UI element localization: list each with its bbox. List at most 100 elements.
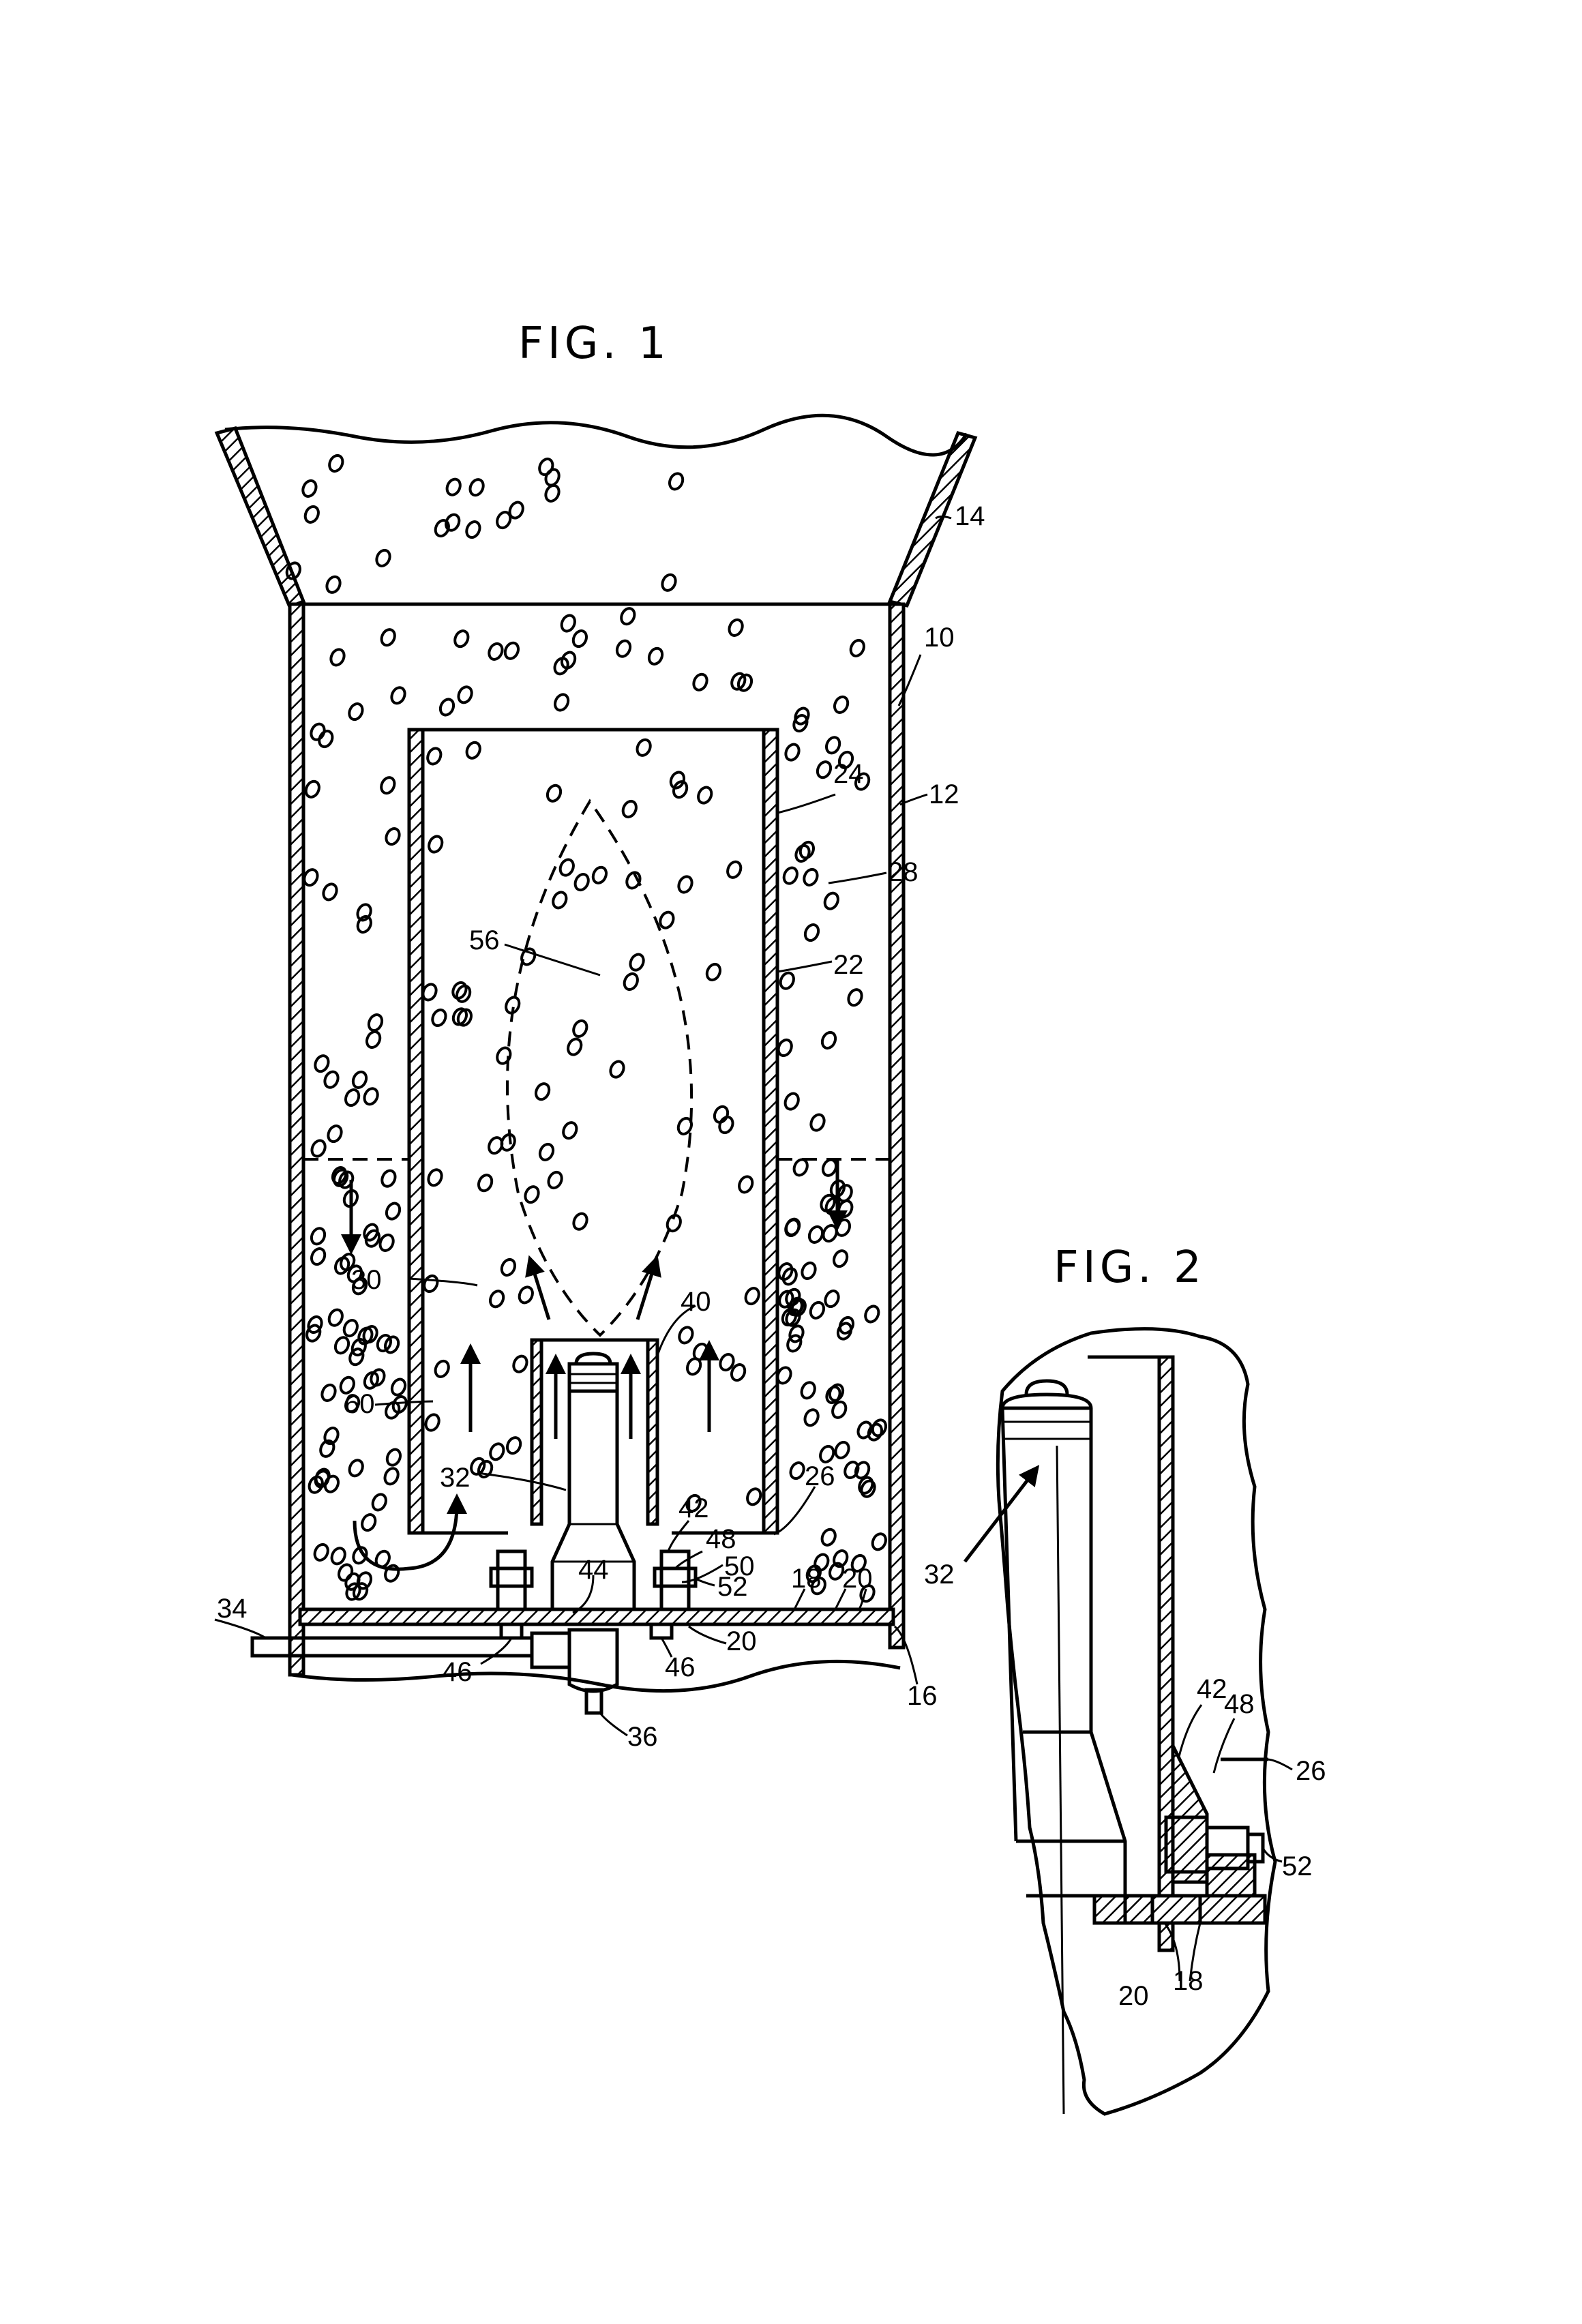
pellet: [860, 1479, 876, 1498]
pellet: [496, 511, 512, 530]
pellet: [356, 1571, 373, 1590]
burner-sleeve-right: [646, 1338, 659, 1526]
pellet: [803, 1408, 820, 1427]
pellet: [871, 1418, 888, 1437]
pellet: [821, 1158, 838, 1177]
pellet: [323, 1070, 340, 1089]
ref-20a: 20: [842, 1564, 873, 1594]
pellet: [784, 743, 801, 762]
ref-28: 28: [888, 857, 919, 887]
pellet: [445, 477, 462, 496]
pellet: [730, 672, 747, 691]
pellet: [705, 962, 722, 982]
pellet: [350, 1338, 367, 1357]
pellet: [500, 1133, 516, 1152]
ref-12: 12: [929, 779, 959, 809]
detail-break-outline: [996, 1327, 1277, 2116]
pellet: [338, 1170, 355, 1189]
pellet: [421, 983, 438, 1002]
pellet: [508, 501, 524, 520]
ref-30: 30: [351, 1265, 382, 1295]
pellet: [787, 1298, 803, 1317]
pellet: [363, 1087, 379, 1106]
fig2-arrow-32: [964, 1465, 1040, 1563]
burner-assembly: [250, 1352, 698, 1715]
pellet: [837, 750, 854, 769]
pellet: [814, 1553, 830, 1572]
pellet: [505, 1436, 522, 1455]
pellet: [744, 1287, 760, 1306]
pellet: [560, 651, 577, 670]
pellet: [500, 1257, 517, 1277]
pellet: [820, 1030, 837, 1050]
pellet: [678, 1326, 694, 1345]
pellet: [828, 1562, 845, 1581]
pellet: [342, 1319, 359, 1338]
pellet: [816, 760, 833, 779]
pellet: [313, 1543, 329, 1562]
ref-42: 42: [678, 1493, 709, 1523]
pellet: [871, 1532, 887, 1551]
pellet: [503, 641, 520, 660]
pellet: [859, 1584, 876, 1603]
pellet: [314, 1054, 330, 1073]
fig2-burner-left: [1000, 1407, 1018, 1842]
pellet: [385, 827, 401, 846]
pellet: [320, 1383, 337, 1402]
pellet: [310, 1227, 327, 1246]
pellet: [342, 1189, 359, 1208]
pellet: [831, 1400, 848, 1419]
pellet: [809, 1113, 826, 1132]
pellet: [792, 714, 809, 733]
pellet: [329, 648, 346, 667]
pellet: [468, 478, 485, 497]
housing-break-line: [291, 1659, 901, 1693]
pellet: [534, 1082, 551, 1101]
pellet: [423, 1274, 439, 1294]
ref-10: 10: [924, 623, 955, 653]
pellet: [322, 882, 338, 902]
pellet: [661, 573, 677, 592]
fig2-grate: [1092, 1894, 1267, 1925]
pellet: [325, 575, 342, 594]
pellet: [668, 472, 685, 491]
pellet: [746, 1487, 762, 1506]
pellet: [380, 1169, 397, 1188]
fig2-ref-52: 52: [1282, 1851, 1313, 1881]
pellet: [520, 947, 537, 966]
pellet: [807, 1225, 824, 1244]
pellet: [591, 865, 608, 884]
pellet: [434, 1359, 450, 1378]
pellet: [375, 548, 391, 567]
fig2-burner: [1000, 1379, 1200, 2115]
pellet: [820, 1193, 836, 1212]
pellet: [477, 1459, 494, 1478]
pellet: [505, 996, 521, 1015]
burner-cap: [574, 1352, 612, 1366]
right-bolt-46: [649, 1622, 674, 1640]
pellet: [803, 923, 820, 942]
pellet: [310, 722, 326, 741]
pellet: [438, 698, 456, 717]
pellet: [457, 685, 473, 704]
pellet: [810, 1577, 826, 1596]
fig2-burner-cap: [1000, 1392, 1093, 1410]
pellet: [428, 835, 444, 854]
pellet: [834, 1440, 850, 1459]
pellet: [615, 639, 632, 658]
pellet: [465, 741, 481, 760]
ref-52: 52: [717, 1572, 748, 1602]
pellet: [835, 1218, 852, 1237]
pellet: [819, 1444, 835, 1463]
pellet: [620, 607, 636, 626]
pellet: [385, 1448, 402, 1467]
pellet: [697, 786, 713, 805]
fig2-title: FIG. 2: [1054, 1242, 1206, 1293]
ref-60: 60: [344, 1389, 375, 1419]
pellet: [310, 1247, 327, 1266]
pellet: [833, 1549, 849, 1568]
pellet: [803, 867, 819, 887]
pellet: [647, 646, 664, 666]
pellet: [332, 1168, 349, 1187]
